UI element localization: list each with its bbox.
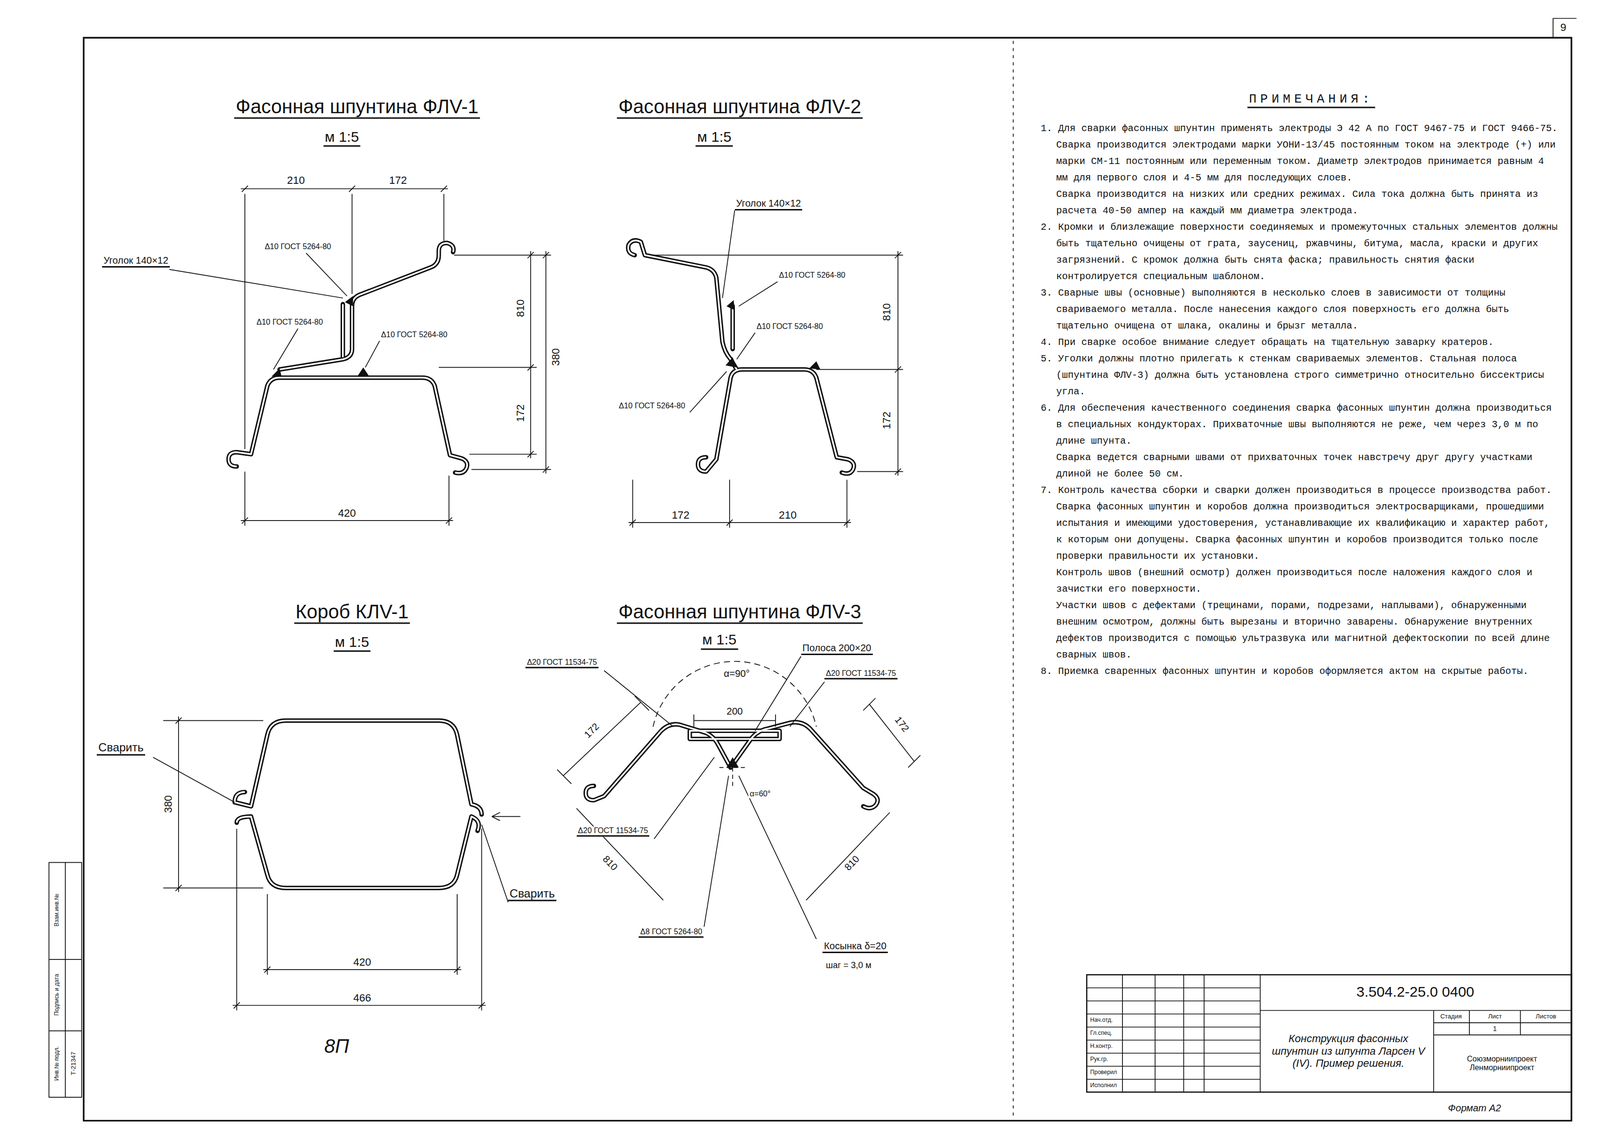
dimension: 420 [351, 956, 373, 969]
dimension: 172 [387, 174, 409, 187]
note-text: 3. Сварные швы (основные) выполняются в … [1040, 284, 1561, 335]
title-block-role: Н.контр. [1088, 1043, 1114, 1050]
note-text: 2. Кромки и близлежащие поверхности соед… [1040, 219, 1561, 285]
angle-label: α=60° [748, 789, 773, 799]
handwritten-mark: 8П [322, 1034, 351, 1058]
weld-note: Сварить [96, 740, 145, 756]
stamp-label: Инв.№ подл. [53, 1044, 61, 1082]
title-block-cell: Листов [1534, 1012, 1558, 1020]
title-block-cell: Лист [1486, 1012, 1504, 1020]
title-block-cell: 1 [1491, 1024, 1499, 1033]
weld-callout: Δ20 ГОСТ 11534-75 [824, 669, 898, 680]
weld-note: Сварить [508, 886, 556, 902]
dimension: 380 [162, 793, 175, 815]
drawing-number: 3.504.2-25.0 0400 [1354, 983, 1476, 1001]
organization-name: Союзморниипроект Ленморниипроект [1435, 1054, 1570, 1073]
note-text: Контроль швов (внешний осмотр) должен пр… [1040, 564, 1561, 598]
note-text: 4. При сварке особое внимание следует об… [1040, 334, 1561, 351]
note-text: Сварка ведется сварными швами от прихват… [1040, 449, 1561, 483]
scale-label: м 1:5 [323, 128, 361, 148]
title-block-role: Исполнил [1088, 1082, 1119, 1090]
note-text: 6. Для обеспечения качественного соедине… [1040, 400, 1561, 450]
dimension: 172 [670, 508, 691, 522]
view-title: Фасонная шпунтина ФЛV-3 [616, 600, 863, 625]
dimension: 810 [880, 301, 893, 323]
weld-callout: Δ10 ГОСТ 5264-80 [755, 322, 825, 331]
view-title: Фасонная шпунтина ФЛV-2 [616, 95, 863, 120]
scale-label: м 1:5 [695, 128, 733, 148]
title-block-cell: Стадия [1438, 1012, 1464, 1020]
title-block-role: Нач.отд. [1088, 1016, 1115, 1024]
drawing-title: Конструкция фасонных шпунтин из шпунта Л… [1265, 1032, 1432, 1070]
stamp-value: Т-21347 [69, 1049, 77, 1077]
weld-callout: Δ10 ГОСТ 5264-80 [777, 270, 847, 280]
weld-callout: Δ20 ГОСТ 11534-75 [525, 657, 599, 669]
dimension: 172 [581, 719, 603, 742]
dimension: 810 [841, 852, 863, 874]
notes-heading: ПРИМЕЧАНИЯ: [1247, 91, 1375, 108]
part-callout: Полоса 200×20 [801, 642, 873, 656]
dimension: 172 [891, 713, 913, 736]
weld-callout: Δ10 ГОСТ 5264-80 [617, 401, 687, 411]
note-text: 7. Контроль качества сборки и сварки дол… [1040, 482, 1561, 499]
view-title: Фасонная шпунтина ФЛV-1 [234, 95, 480, 120]
dimension: 810 [514, 298, 527, 319]
angle-label: α=90° [722, 667, 752, 679]
note-text: Сварка фасонных шпунтин и коробов должна… [1040, 498, 1561, 565]
weld-callout: Δ8 ГОСТ 5264-80 [638, 927, 704, 938]
part-callout: шаг = 3,0 м [824, 960, 873, 971]
dimension: 420 [336, 507, 358, 520]
sheet-format: Формат А2 [1446, 1102, 1503, 1114]
weld-callout: Δ10 ГОСТ 5264-80 [379, 330, 449, 340]
title-block-role: Рук.гр. [1088, 1056, 1110, 1063]
weld-callout: Δ20 ГОСТ 11534-75 [576, 826, 650, 837]
note-text: 5. Уголки должны плотно прилегать к стен… [1040, 350, 1561, 401]
note-text: Участки швов с дефектами (трещинами, пор… [1040, 597, 1561, 664]
scale-label: м 1:5 [333, 633, 371, 653]
title-block-role: Проверил [1088, 1069, 1119, 1077]
note-text: Сварка производится на низких или средни… [1040, 186, 1561, 220]
stamp-label: Подпись и дата [53, 972, 61, 1017]
stamp-label: Взам.инв.№ [53, 892, 61, 928]
part-callout: Косынка δ=20 [822, 940, 888, 954]
dimension: 466 [351, 991, 373, 1004]
notes-block: 1. Для сварки фасонных шпунтин применять… [1040, 120, 1561, 680]
dimension: 210 [777, 508, 799, 522]
scale-label: м 1:5 [701, 631, 739, 651]
part-callout: Уголок 140×12 [734, 197, 803, 211]
dimension: 210 [285, 174, 307, 187]
note-text: 8. Приемка сваренных фасонных шпунтин и … [1040, 663, 1561, 680]
dimension: 380 [550, 346, 563, 368]
dimension: 810 [599, 852, 621, 874]
title-block-role: Гл.спец. [1088, 1030, 1114, 1037]
weld-callout: Δ10 ГОСТ 5264-80 [263, 242, 333, 252]
dimension: 172 [514, 403, 527, 424]
view-title: Короб КЛV-1 [294, 600, 411, 625]
dimension: 200 [725, 705, 745, 718]
page-number: 9 [1558, 21, 1568, 34]
note-text: 1. Для сварки фасонных шпунтин применять… [1040, 120, 1561, 187]
dimension: 172 [880, 410, 893, 432]
part-callout: Уголок 140×12 [102, 254, 170, 268]
weld-callout: Δ10 ГОСТ 5264-80 [254, 317, 325, 327]
